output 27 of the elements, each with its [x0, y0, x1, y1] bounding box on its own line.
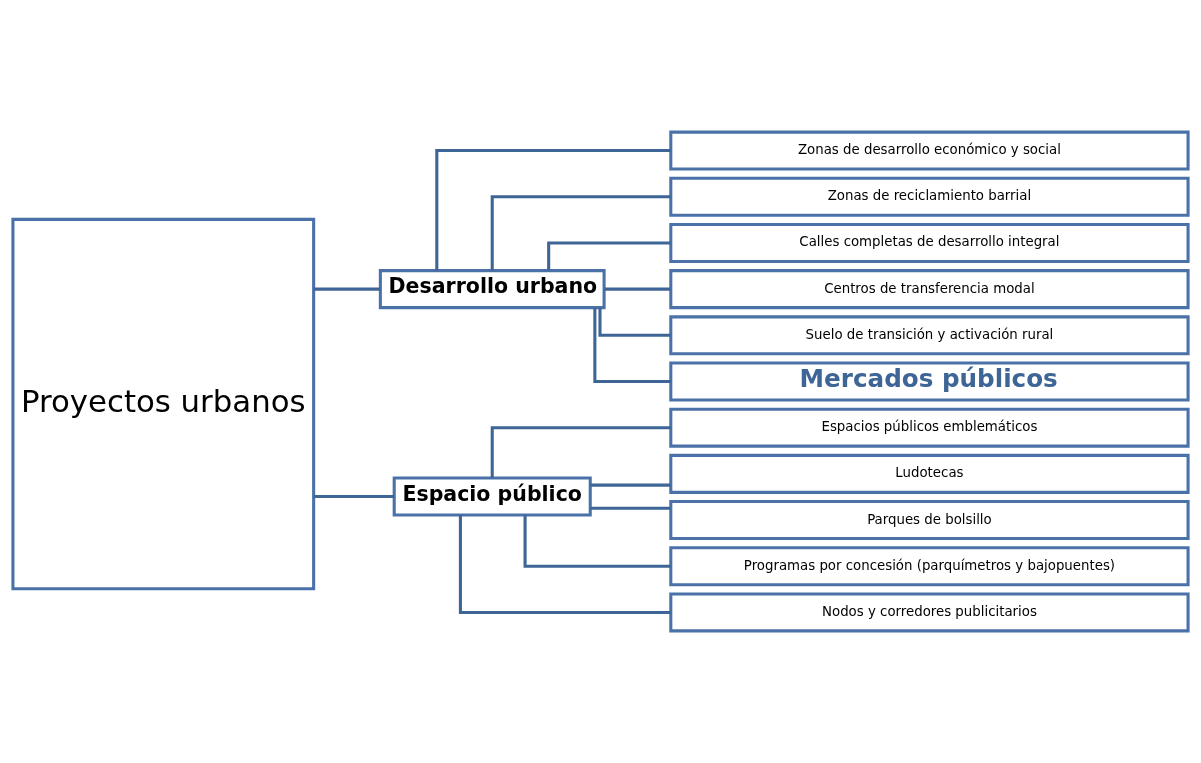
- node-box: Espacios públicos emblemáticos: [669, 407, 1190, 448]
- node-box: Parques de bolsillo: [669, 500, 1190, 541]
- node-box: Ludotecas: [669, 453, 1190, 494]
- connector: [590, 506, 671, 510]
- node-box: Zonas de desarrollo económico y social: [669, 130, 1190, 171]
- node-box: Mercados públicos: [669, 361, 1190, 402]
- node-box: Suelo de transición y activación rural: [669, 315, 1190, 356]
- connector: [313, 287, 381, 291]
- node-box: Centros de transferencia modal: [669, 269, 1190, 310]
- node-box: Espacio público: [392, 476, 592, 517]
- connector: [604, 287, 671, 291]
- connector: [313, 494, 395, 498]
- connector: [490, 195, 671, 271]
- connector: [523, 515, 671, 568]
- connector: [490, 426, 671, 478]
- connector: [458, 515, 671, 614]
- node-box: Calles completas de desarrollo integral: [669, 222, 1190, 263]
- connector: [435, 149, 671, 271]
- connector: [598, 307, 671, 337]
- connector: [590, 483, 671, 487]
- node-box: Proyectos urbanos: [11, 217, 316, 591]
- node-box: Desarrollo urbano: [378, 269, 606, 310]
- node-box: Nodos y corredores publicitarios: [669, 592, 1190, 633]
- node-box: Zonas de reciclamiento barrial: [669, 176, 1190, 217]
- node-box: Programas por concesión (parquímetros y bajopuentes): [669, 546, 1190, 587]
- connector: [547, 241, 671, 271]
- connector: [593, 307, 671, 384]
